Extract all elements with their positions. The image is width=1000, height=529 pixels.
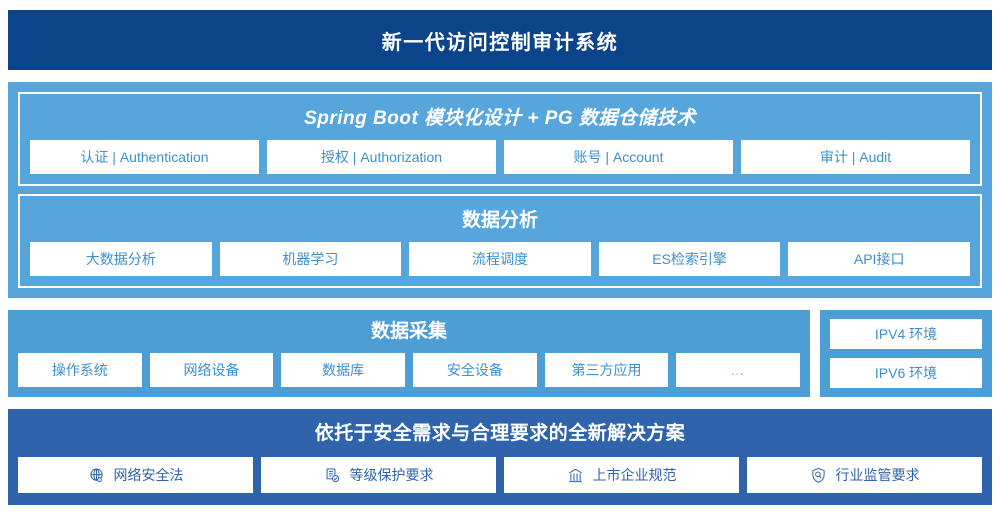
shield-search-icon (810, 467, 827, 484)
group-title-spring-boot: Spring Boot 模块化设计 + PG 数据仓储技术 (304, 108, 696, 129)
analysis-cell-process-scheduling[interactable]: 流程调度 (409, 242, 591, 276)
module-cell-authorization[interactable]: 授权 | Authorization (267, 140, 496, 174)
header-bar: 新一代访问控制审计系统 (8, 10, 992, 70)
environment-panel: IPV4 环境 IPV6 环境 (820, 310, 992, 397)
compliance-section: 依托于安全需求与合理要求的全新解决方案 网络安全法 (8, 409, 992, 505)
group-title-compliance: 依托于安全需求与合理要求的全新解决方案 (314, 423, 686, 444)
group-data-analysis-row: 大数据分析 机器学习 流程调度 ES检索引擎 API接口 (30, 242, 970, 276)
compliance-label-mlps-requirement: 等级保护要求 (349, 467, 434, 483)
group-title-data-collection: 数据采集 (370, 321, 447, 342)
data-collection-row: 操作系统 网络设备 数据库 安全设备 第三方应用 … (18, 353, 801, 387)
data-collection-section: 数据采集 操作系统 网络设备 数据库 安全设备 第三方应用 … IPV4 环境 … (8, 310, 992, 397)
collect-cell-operating-system[interactable]: 操作系统 (18, 353, 142, 387)
group-spring-boot: Spring Boot 模块化设计 + PG 数据仓储技术 认证 | Authe… (18, 92, 982, 186)
page-title: 新一代访问控制审计系统 (381, 31, 619, 54)
collect-cell-database[interactable]: 数据库 (281, 353, 406, 387)
compliance-cell-listed-company-standard[interactable]: 上市企业规范 (504, 457, 739, 493)
group-title-data-analysis: 数据分析 (461, 210, 538, 231)
globe-network-icon (88, 467, 105, 484)
module-cell-authentication[interactable]: 认证 | Authentication (30, 140, 259, 174)
document-check-icon (324, 467, 341, 484)
module-cell-account[interactable]: 账号 | Account (504, 140, 733, 174)
compliance-cell-cybersecurity-law[interactable]: 网络安全法 (18, 457, 253, 493)
module-cell-audit[interactable]: 审计 | Audit (741, 140, 970, 174)
analysis-cell-machine-learning[interactable]: 机器学习 (219, 242, 402, 276)
group-spring-boot-row: 认证 | Authentication 授权 | Authorization 账… (30, 140, 970, 174)
compliance-label-industry-regulation: 行业监管要求 (835, 467, 920, 483)
group-data-analysis: 数据分析 大数据分析 机器学习 流程调度 ES检索引擎 API接口 (18, 194, 982, 288)
compliance-label-cybersecurity-law: 网络安全法 (113, 467, 184, 483)
environment-cell-ipv4[interactable]: IPV4 环境 (830, 319, 982, 349)
compliance-cell-industry-regulation[interactable]: 行业监管要求 (747, 457, 982, 493)
compliance-row: 网络安全法 等级保护要求 (18, 457, 982, 493)
analysis-cell-big-data[interactable]: 大数据分析 (30, 242, 212, 276)
collect-cell-security-device[interactable]: 安全设备 (413, 353, 537, 387)
platform-stack-section: Spring Boot 模块化设计 + PG 数据仓储技术 认证 | Authe… (8, 82, 992, 298)
bank-building-icon (567, 467, 584, 484)
collect-cell-more[interactable]: … (676, 353, 801, 387)
analysis-cell-api[interactable]: API接口 (788, 242, 970, 276)
data-collection-panel: 数据采集 操作系统 网络设备 数据库 安全设备 第三方应用 … (8, 310, 810, 397)
environment-cell-ipv6[interactable]: IPV6 环境 (830, 358, 982, 388)
collect-cell-network-device[interactable]: 网络设备 (149, 353, 274, 387)
collect-cell-third-party-app[interactable]: 第三方应用 (544, 353, 669, 387)
compliance-cell-mlps-requirement[interactable]: 等级保护要求 (261, 457, 496, 493)
compliance-label-listed-company-standard: 上市企业规范 (592, 467, 677, 483)
analysis-cell-es-search-engine[interactable]: ES检索引擎 (598, 242, 781, 276)
